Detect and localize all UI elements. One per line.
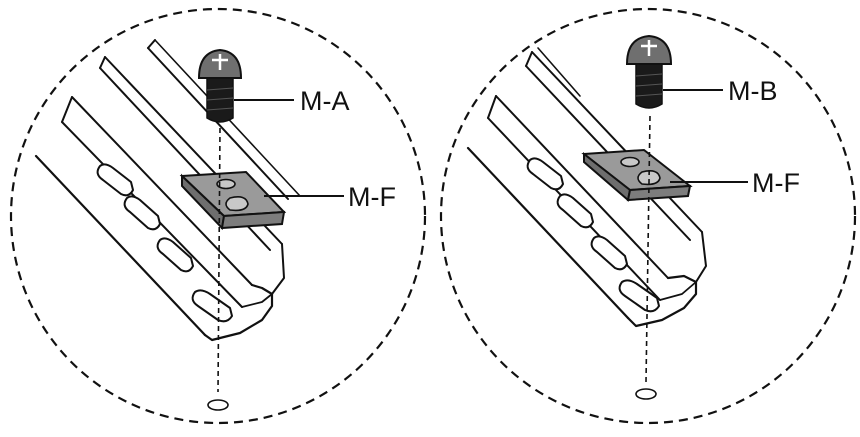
left-hole-marker	[207, 399, 229, 411]
right-hole-marker	[635, 388, 657, 400]
left-plate-label: M-F	[348, 182, 396, 212]
left-screw	[197, 48, 243, 123]
left-plate	[179, 170, 287, 231]
left-detail-circle	[9, 7, 427, 425]
left-screw-label: M-A	[300, 86, 350, 116]
right-screw-label: M-B	[728, 76, 778, 106]
right-plate	[581, 148, 693, 202]
right-detail: M-B M-F	[439, 7, 857, 425]
left-rail	[34, 39, 301, 342]
right-detail-circle	[439, 7, 857, 425]
left-detail: M-A M-F	[9, 7, 427, 425]
left-axis-line	[217, 127, 221, 393]
right-rail	[466, 47, 707, 328]
right-plate-label: M-F	[752, 168, 800, 198]
right-screw	[625, 34, 673, 109]
